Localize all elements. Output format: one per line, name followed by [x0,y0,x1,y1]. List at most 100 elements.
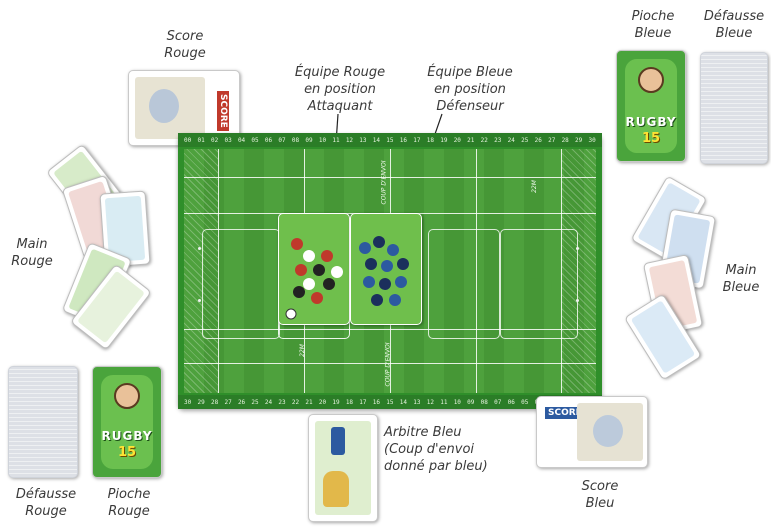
field-number: 13 [359,137,366,144]
field-number: 11 [332,137,339,144]
slot-5[interactable] [428,229,500,339]
field-number: 02 [211,137,218,144]
field-number: 19 [440,137,447,144]
field-number: 17 [413,137,420,144]
field-number: 19 [332,399,339,406]
field-number: 09 [467,399,474,406]
field-number: 18 [427,137,434,144]
field-number: 06 [265,137,272,144]
field-number: 27 [224,399,231,406]
field-number: 01 [197,137,204,144]
field-number: 11 [440,399,447,406]
field-number: 29 [575,137,582,144]
field-number: 04 [238,137,245,144]
field-number: 28 [562,137,569,144]
field-number: 14 [400,399,407,406]
rugby-field: 00 01 02 03 04 05 06 07 08 09 10 11 12 13 14 15 16 17 18 19… [178,133,602,409]
field-number: 06 [508,399,515,406]
blue-team-scrum [351,214,422,325]
field-number: 24 [508,137,515,144]
field-number: 22 [292,399,299,406]
rugby-logo: RUGBY [101,429,152,443]
label-equipe-bleue: Équipe Bleueen positionDéfenseur [415,64,525,115]
rugby-logo: RUGBY [625,115,676,129]
field-numbers-top: 00 01 02 03 04 05 06 07 08 09 10 11 12 13 14 15 16 17 18 19… [178,133,602,147]
field-number: 13 [413,399,420,406]
field-text-22m-right: 22M [531,180,538,193]
field-number: 05 [251,137,258,144]
referee-icon [323,471,349,507]
field-number: 07 [494,399,501,406]
field-number: 20 [454,137,461,144]
card-art [593,415,623,447]
field-number: 28 [211,399,218,406]
field-number: 21 [305,399,312,406]
field-number: 27 [548,137,555,144]
field-number: 26 [535,137,542,144]
pioche-bleue-deck[interactable]: RUGBY 15 [616,50,686,162]
field-number: 17 [359,399,366,406]
field-number: 18 [346,399,353,406]
field-number: 10 [454,399,461,406]
pioche-rouge-deck[interactable]: RUGBY 15 [92,366,162,478]
defausse-rouge-slot[interactable] [8,366,78,478]
card-art [149,89,179,123]
equipe-bleue-card[interactable] [350,213,422,325]
field-number: 07 [278,137,285,144]
field-number: 15 [386,137,393,144]
field-number: 23 [494,137,501,144]
defausse-bleue-slot[interactable] [700,52,768,164]
field-number: 26 [238,399,245,406]
field-number: 29 [197,399,204,406]
score-bleu-card[interactable]: SCORE [536,396,648,468]
flag-icon [331,427,345,455]
label-equipe-rouge: Équipe Rougeen positionAttaquant [285,64,395,115]
goal-post [576,299,579,302]
player-icon [638,67,664,93]
goal-post [198,247,201,250]
field-number: 30 [184,399,191,406]
field-number: 00 [184,137,191,144]
field-number: 08 [292,137,299,144]
field-number: 10 [319,137,326,144]
score-label: SCORE [217,91,229,131]
arbitre-bleu-card[interactable] [308,414,378,522]
field-number: 05 [521,399,528,406]
field-number: 21 [467,137,474,144]
field-number: 03 [224,137,231,144]
field-number: 30 [589,137,596,144]
field-number: 15 [386,399,393,406]
field-text-coup-envoi: COUP D'ENVOI [380,161,387,205]
equipe-rouge-card[interactable] [278,213,350,325]
field-number: 25 [251,399,258,406]
field-number: 23 [278,399,285,406]
fifteen-logo: 15 [118,445,136,460]
field-number: 20 [319,399,326,406]
field-number: 09 [305,137,312,144]
field-number: 14 [373,137,380,144]
field-number: 12 [346,137,353,144]
field-number: 24 [265,399,272,406]
slot-1[interactable] [202,229,280,339]
slot-6[interactable] [500,229,578,339]
goal-post [576,247,579,250]
field-number: 22 [481,137,488,144]
field-number: 08 [481,399,488,406]
player-icon [114,383,140,409]
field-number: 25 [521,137,528,144]
field-number: 16 [400,137,407,144]
field-number: 16 [373,399,380,406]
red-team-scrum [279,214,350,325]
field-text-coup-envoi-bottom: COUP D'ENVOI [384,343,391,387]
field-number: 12 [427,399,434,406]
goal-post [198,299,201,302]
